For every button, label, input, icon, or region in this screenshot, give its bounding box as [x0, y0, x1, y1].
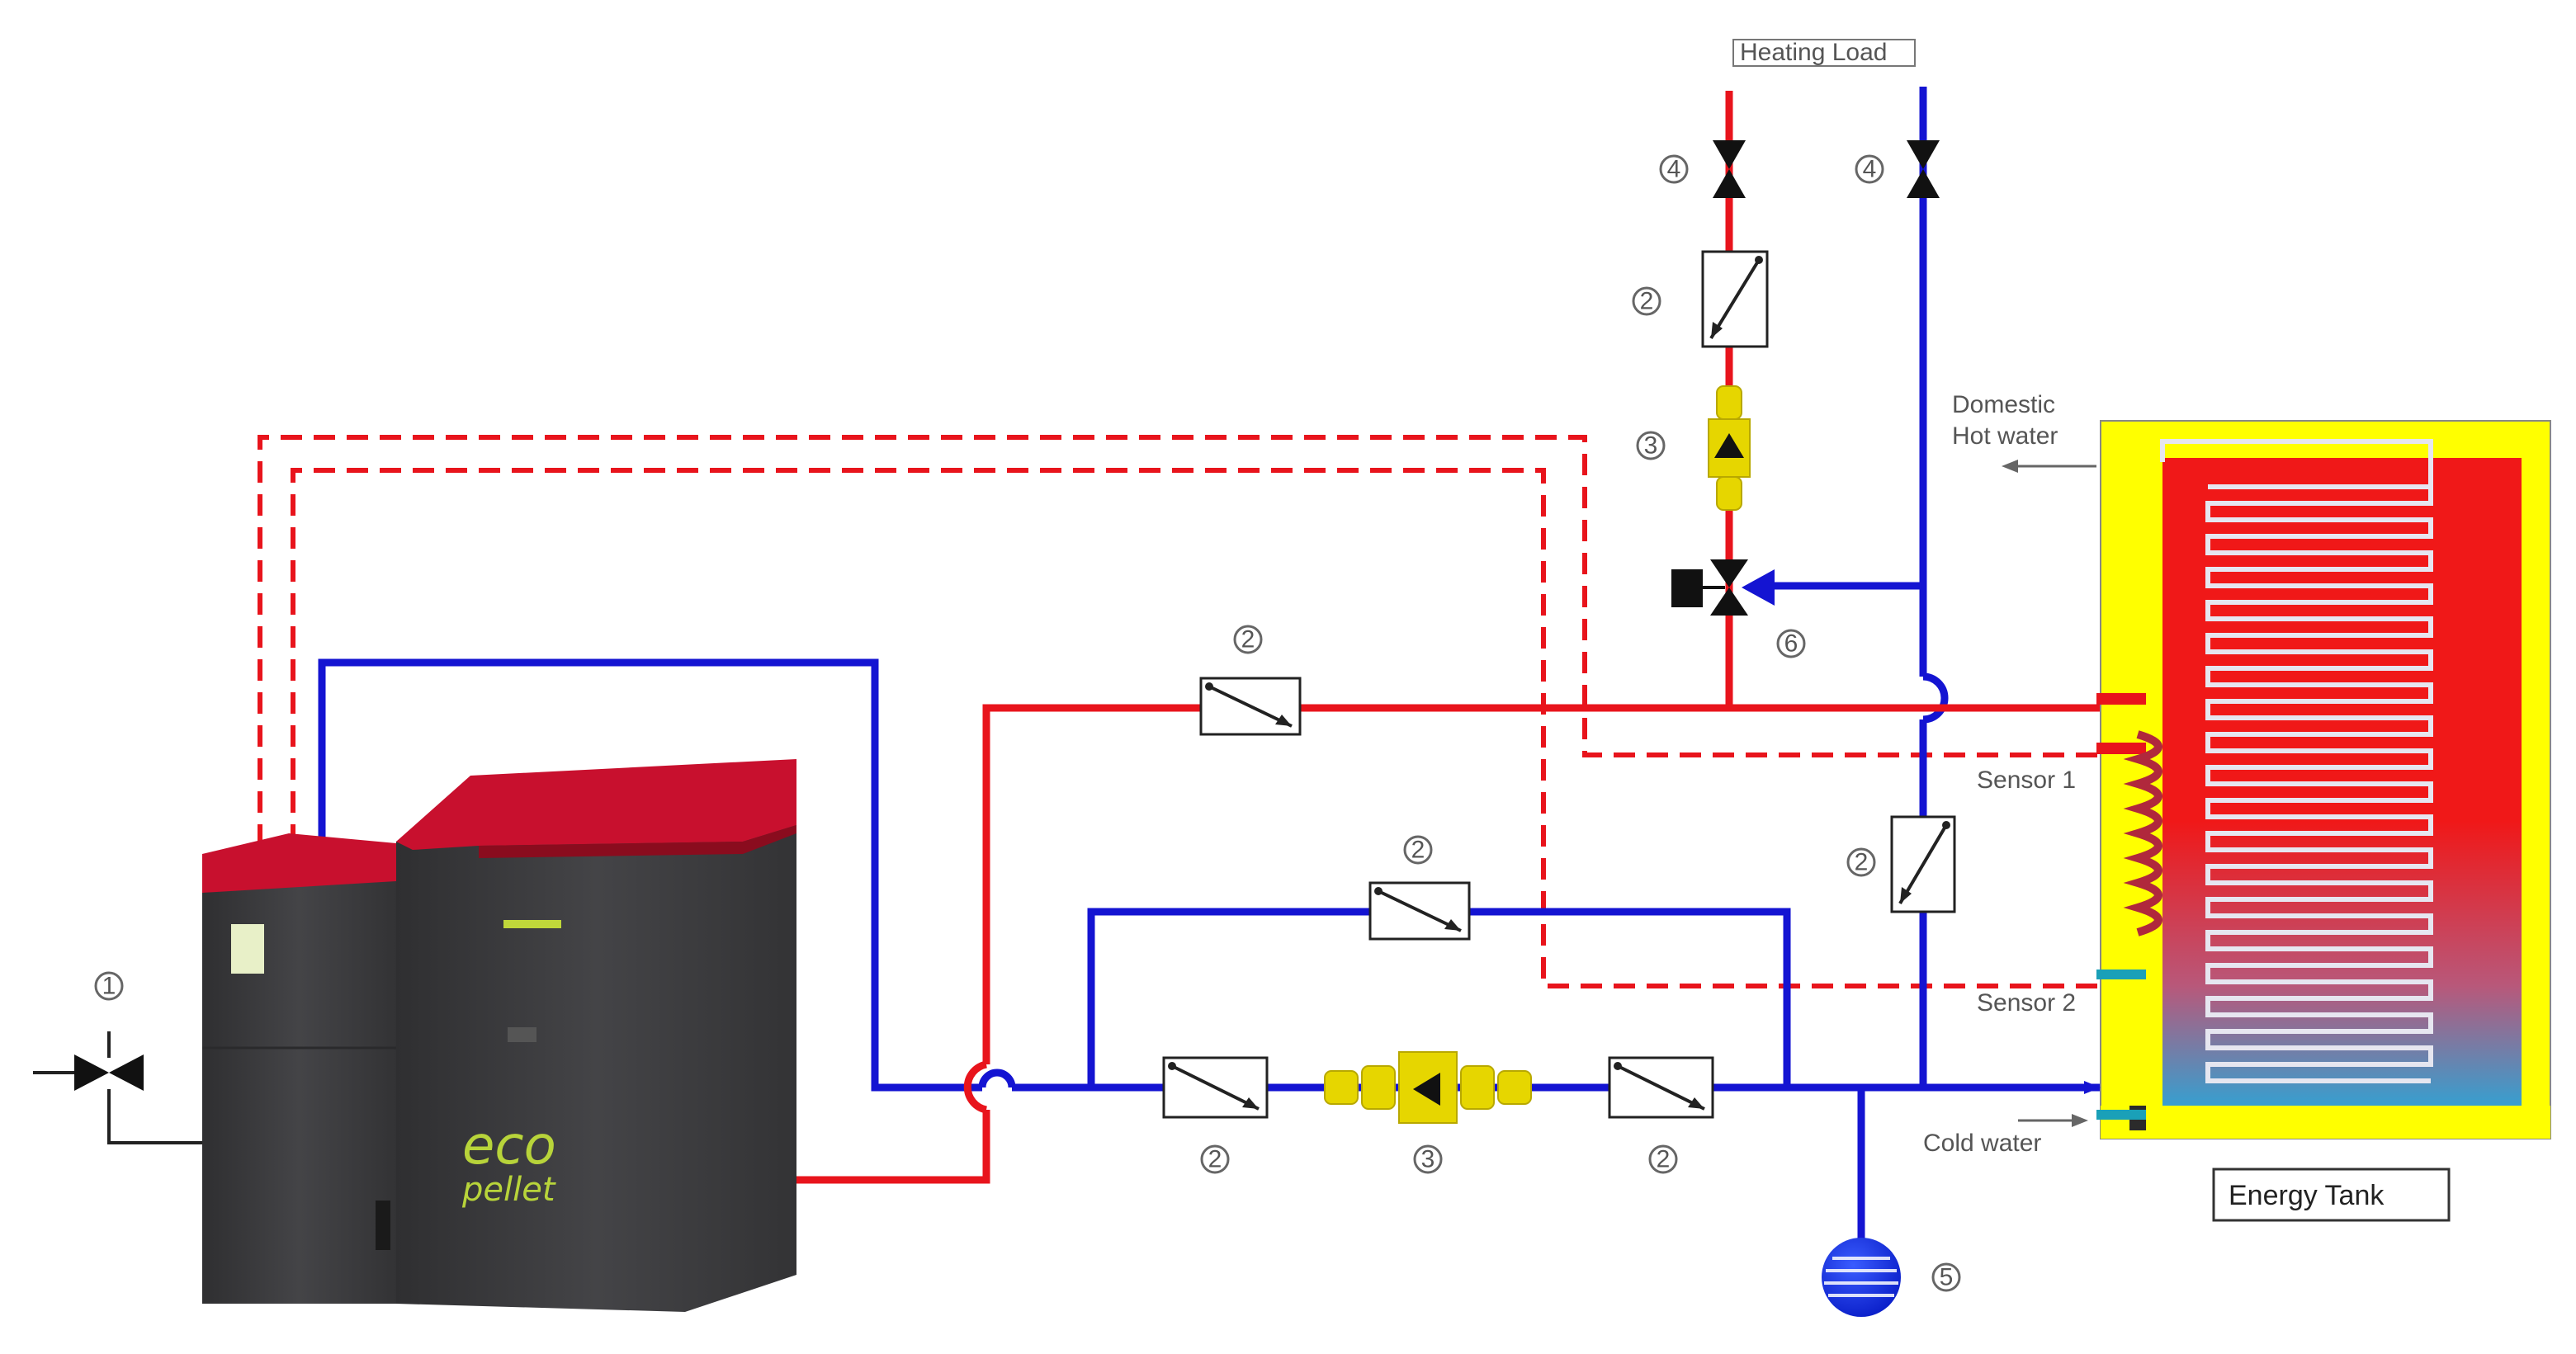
- marker-6: 6: [1784, 630, 1798, 658]
- heating-load-label: Heating Load: [1740, 39, 1887, 66]
- circulation-pump-icon: [1708, 385, 1751, 511]
- hot-water-label: Hot water: [1952, 422, 2058, 450]
- marker-2-bottom-left: 2: [1208, 1146, 1222, 1173]
- sensor-signal-lines: [258, 435, 2101, 988]
- sensor-2-signal-line: [291, 468, 2101, 988]
- boiler-main-body: [396, 771, 796, 1312]
- heating-load-label-box: [1732, 39, 1916, 67]
- boiler-logo-eco: eco: [462, 1116, 556, 1177]
- pellet-boiler: eco pellet: [202, 759, 796, 1312]
- circulation-pump-icon: [1324, 1051, 1532, 1124]
- marker-2-top: 2: [1640, 288, 1654, 315]
- marker-2-bottom-right: 2: [1657, 1146, 1671, 1173]
- domestic-label: Domestic: [1952, 391, 2055, 418]
- marker-4-right: 4: [1863, 156, 1877, 183]
- cold-water-label: Cold water: [1923, 1130, 2041, 1157]
- sensor-1-signal-line: [258, 435, 2101, 846]
- sensor-2-label: Sensor 2: [1977, 989, 2076, 1017]
- boiler-main-lid: [396, 759, 796, 850]
- boiler-green-label: [503, 920, 561, 928]
- cold-water-arrow: [2018, 1114, 2088, 1127]
- flow-sensor-icon: [1162, 1056, 1269, 1119]
- boiler-logo-pellet: pellet: [461, 1171, 556, 1209]
- sensor-1-label: Sensor 1: [1977, 767, 2076, 794]
- three-way-valve-icon: [1671, 559, 1775, 616]
- expansion-vessel-icon: [1822, 1238, 1901, 1317]
- ball-valve-icon: [1713, 140, 1746, 198]
- marker-2-vertical: 2: [1855, 849, 1869, 876]
- marker-2-bypass: 2: [1411, 837, 1425, 864]
- check-valve-icon: [33, 1031, 202, 1144]
- supply-pipes: [788, 91, 2326, 1184]
- load-return-crossover: [1922, 672, 1949, 724]
- marker-5: 5: [1940, 1264, 1954, 1291]
- ball-valve-icon: [1907, 140, 1940, 198]
- return-crossover: [978, 1069, 1016, 1088]
- flow-sensor-icon: [1368, 881, 1471, 941]
- boiler-control-label: [231, 924, 264, 974]
- energy-tank: [2096, 420, 2551, 1139]
- domestic-coil: [2205, 484, 2433, 1083]
- boiler-supply-pipe: [788, 1110, 990, 1184]
- boiler-return-pipe: [318, 658, 982, 1092]
- supply-crossover: [963, 1060, 988, 1114]
- tank-inner: [2138, 458, 2522, 1118]
- energy-tank-label-box: [2212, 1168, 2451, 1222]
- return-main-arrow: [2084, 1081, 2101, 1094]
- flow-sensor-icon: [1890, 815, 1956, 913]
- marker-3-top: 3: [1644, 432, 1658, 460]
- flow-sensor-icon: [1701, 250, 1769, 348]
- boiler-badge: [508, 1027, 536, 1042]
- boiler-hopper-lid: [202, 833, 396, 893]
- energy-tank-label: Energy Tank: [2229, 1180, 2385, 1211]
- marker-4-left: 4: [1667, 156, 1681, 183]
- marker-3-bottom: 3: [1421, 1146, 1435, 1173]
- flow-sensor-icon: [1199, 677, 1302, 736]
- hot-water-arrow: [2002, 460, 2096, 473]
- heat-exchanger-coil: [2123, 730, 2162, 936]
- flow-sensor-icon: [1608, 1056, 1714, 1119]
- boiler-door-handle: [376, 1201, 390, 1250]
- marker-2-supply: 2: [1241, 626, 1255, 653]
- marker-1-left: 1: [102, 973, 116, 1000]
